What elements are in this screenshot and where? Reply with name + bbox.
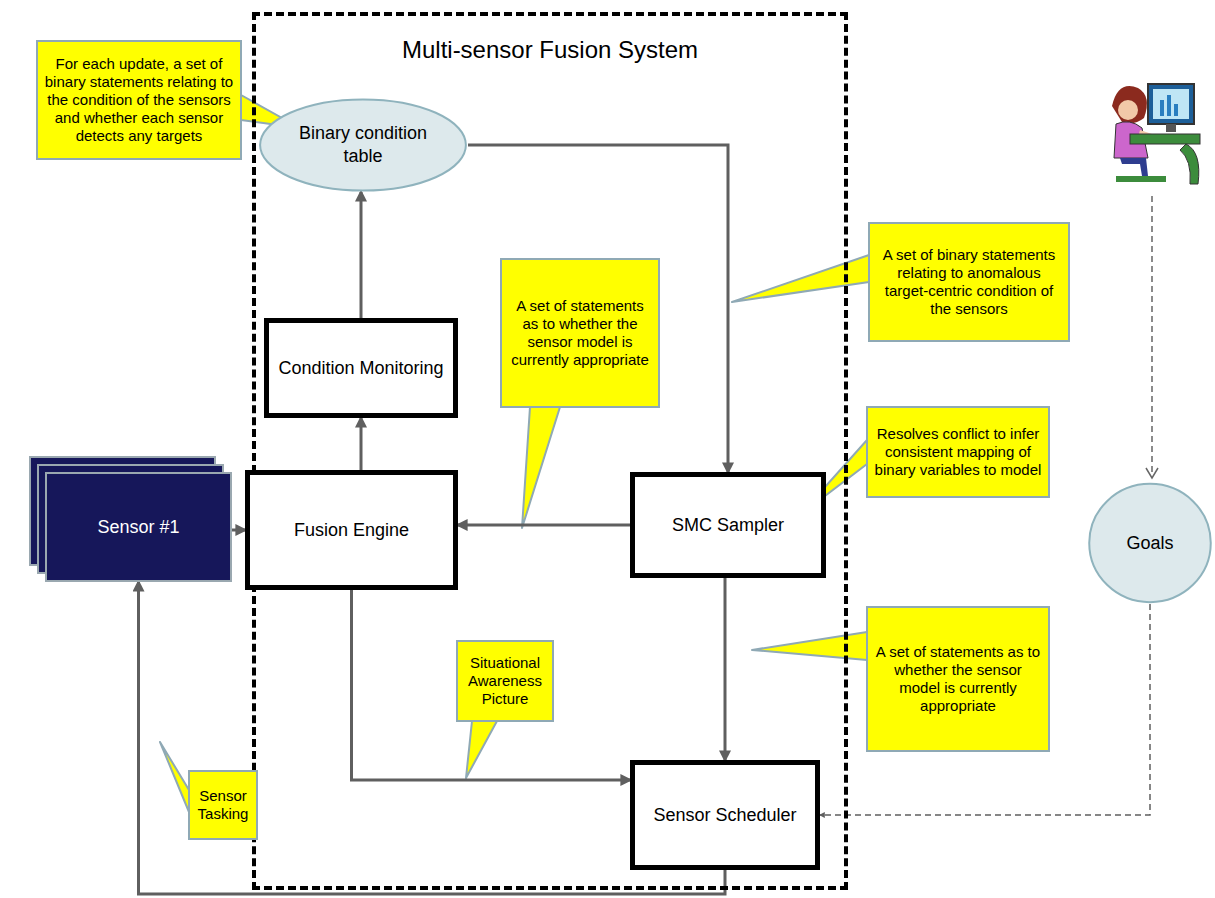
node-label: Multi-sensor Fusion System: [256, 36, 844, 64]
connector-arrow: [468, 145, 728, 472]
process-box: Fusion Engine: [245, 470, 458, 590]
node-label: Resolves conflict to infer consistent ma…: [874, 425, 1042, 479]
system-boundary: Multi-sensor Fusion SystemBinary conditi…: [252, 12, 848, 890]
callout-tail: [752, 632, 867, 660]
ellipse-outline: [258, 98, 468, 192]
node-label: Goals: [1126, 532, 1173, 555]
process-box: Condition Monitoring: [264, 318, 458, 418]
node-label: SMC Sampler: [672, 514, 784, 536]
callout-note: A set of binary statements relating to a…: [868, 222, 1070, 342]
sensor-stack: Sensor #1: [29, 456, 232, 582]
node-label: Sensor Tasking: [196, 787, 250, 823]
person-icon: [1112, 84, 1200, 184]
goals-ellipse: Goals: [1088, 482, 1212, 604]
callout-note: Situational Awareness Picture: [456, 640, 554, 722]
connector-arrow: [360, 192, 363, 318]
connector-arrow: [458, 524, 630, 527]
callout-note: For each update, a set of binary stateme…: [36, 40, 242, 160]
callout-tail: [466, 721, 497, 778]
callout-note: A set of statements as to whether the se…: [500, 258, 660, 408]
node-label: Sensor #1: [97, 517, 179, 538]
node-label: A set of binary statements relating to a…: [876, 246, 1062, 318]
leader-arrow: [1146, 196, 1158, 478]
callout-tail: [160, 742, 189, 812]
callout-note: Sensor Tasking: [188, 770, 258, 840]
node-label: Sensor Scheduler: [653, 804, 796, 826]
node-label: Condition Monitoring: [278, 357, 443, 379]
callout-note: A set of statements as to whether the se…: [866, 606, 1050, 752]
callout-note: Resolves conflict to infer consistent ma…: [866, 406, 1050, 498]
connector-arrow: [724, 578, 727, 760]
connector-arrow: [352, 590, 631, 780]
node-label: A set of statements as to whether the se…: [874, 643, 1042, 715]
sensor-front: Sensor #1: [45, 472, 232, 582]
data-ellipse: Binary condition table: [258, 98, 468, 192]
process-box: SMC Sampler: [630, 472, 826, 578]
connector-arrow: [820, 604, 1150, 815]
node-label: Binary condition table: [280, 122, 446, 168]
connector-arrow: [360, 418, 363, 470]
node-label: For each update, a set of binary stateme…: [44, 55, 234, 145]
process-box: Sensor Scheduler: [630, 760, 820, 870]
node-label: Situational Awareness Picture: [464, 654, 546, 708]
callout-tail: [732, 255, 869, 302]
node-label: A set of statements as to whether the se…: [508, 297, 652, 369]
connector-arrow: [232, 529, 245, 532]
callout-tail: [522, 407, 560, 528]
node-label: Fusion Engine: [294, 519, 409, 541]
